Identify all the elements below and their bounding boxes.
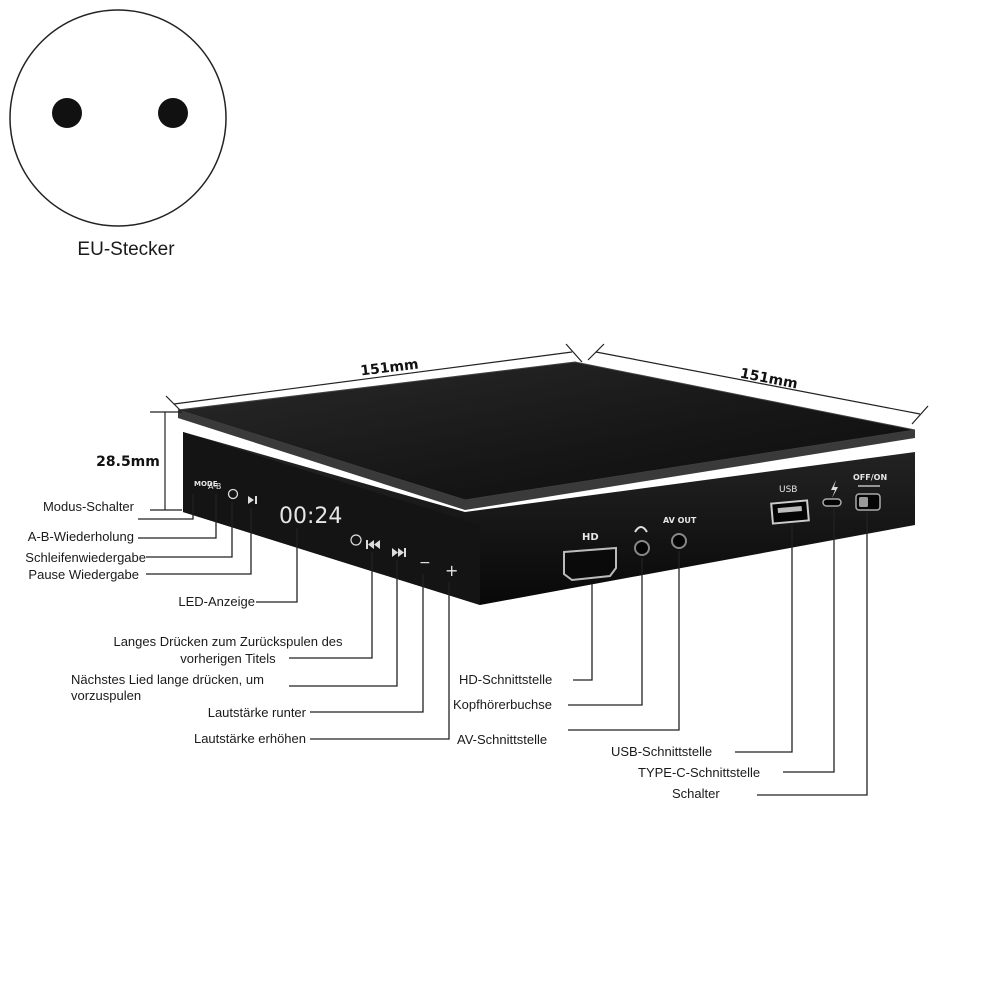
dimension-lines — [150, 343, 929, 511]
label-rewind-line1: Langes Drücken zum Zurückspulen des — [113, 634, 343, 649]
label-headphone-jack: Kopfhörerbuchse — [453, 697, 552, 712]
device-body — [177, 361, 916, 605]
led-display: 00:24 — [279, 504, 342, 529]
hd-marking: HD — [582, 532, 599, 543]
label-volume-down: Lautstärke runter — [208, 705, 307, 720]
width-dimension: 151mm — [360, 357, 420, 380]
label-av-interface: AV-Schnittstelle — [457, 732, 547, 747]
av-out-marking: AV OUT — [663, 516, 697, 525]
height-dimension: 28.5mm — [96, 454, 160, 470]
label-ab-repeat: A-B-Wiederholung — [28, 529, 134, 544]
ab-marking: A-B — [208, 482, 221, 491]
previous-track-icon — [366, 540, 380, 549]
av-jack-icon — [671, 533, 687, 549]
depth-dimension: 151mm — [739, 366, 799, 393]
usb-marking: USB — [779, 485, 797, 495]
label-usb-interface: USB-Schnittstelle — [611, 744, 712, 759]
leader-lines — [138, 494, 868, 796]
eu-plug-icon — [9, 9, 227, 227]
label-mode-switch: Modus-Schalter — [43, 499, 135, 514]
label-led-display: LED-Anzeige — [178, 594, 255, 609]
loop-icon — [227, 488, 239, 500]
hd-port-icon — [563, 546, 617, 582]
mode-marking: MODE — [194, 480, 218, 488]
label-rewind-line2: vorherigen Titels — [180, 651, 276, 666]
label-typec-interface: TYPE-C-Schnittstelle — [638, 765, 760, 780]
lightning-icon — [831, 480, 838, 498]
power-switch-icon — [855, 485, 881, 511]
settings-icon — [350, 534, 362, 546]
label-next-line1: Nächstes Lied lange drücken, um — [71, 672, 264, 687]
label-power-switch: Schalter — [672, 786, 720, 801]
usb-port-icon — [770, 499, 810, 525]
label-pause-play: Pause Wiedergabe — [28, 567, 139, 582]
volume-down-marking: − — [419, 555, 431, 571]
plug-title: EU-Stecker — [77, 239, 175, 260]
label-volume-up: Lautstärke erhöhen — [194, 731, 306, 746]
volume-up-marking: + — [445, 561, 458, 580]
next-track-icon — [392, 548, 406, 557]
type-c-port-icon — [822, 498, 842, 507]
label-next-line2: vorzuspulen — [71, 688, 141, 703]
off-on-marking: OFF/ON — [853, 473, 887, 482]
label-hd-interface: HD-Schnittstelle — [459, 672, 552, 687]
headphone-icon — [634, 526, 648, 533]
headphone-jack-icon — [634, 540, 650, 556]
play-pause-icon — [248, 496, 257, 504]
label-loop-play: Schleifenwiedergabe — [25, 550, 146, 565]
